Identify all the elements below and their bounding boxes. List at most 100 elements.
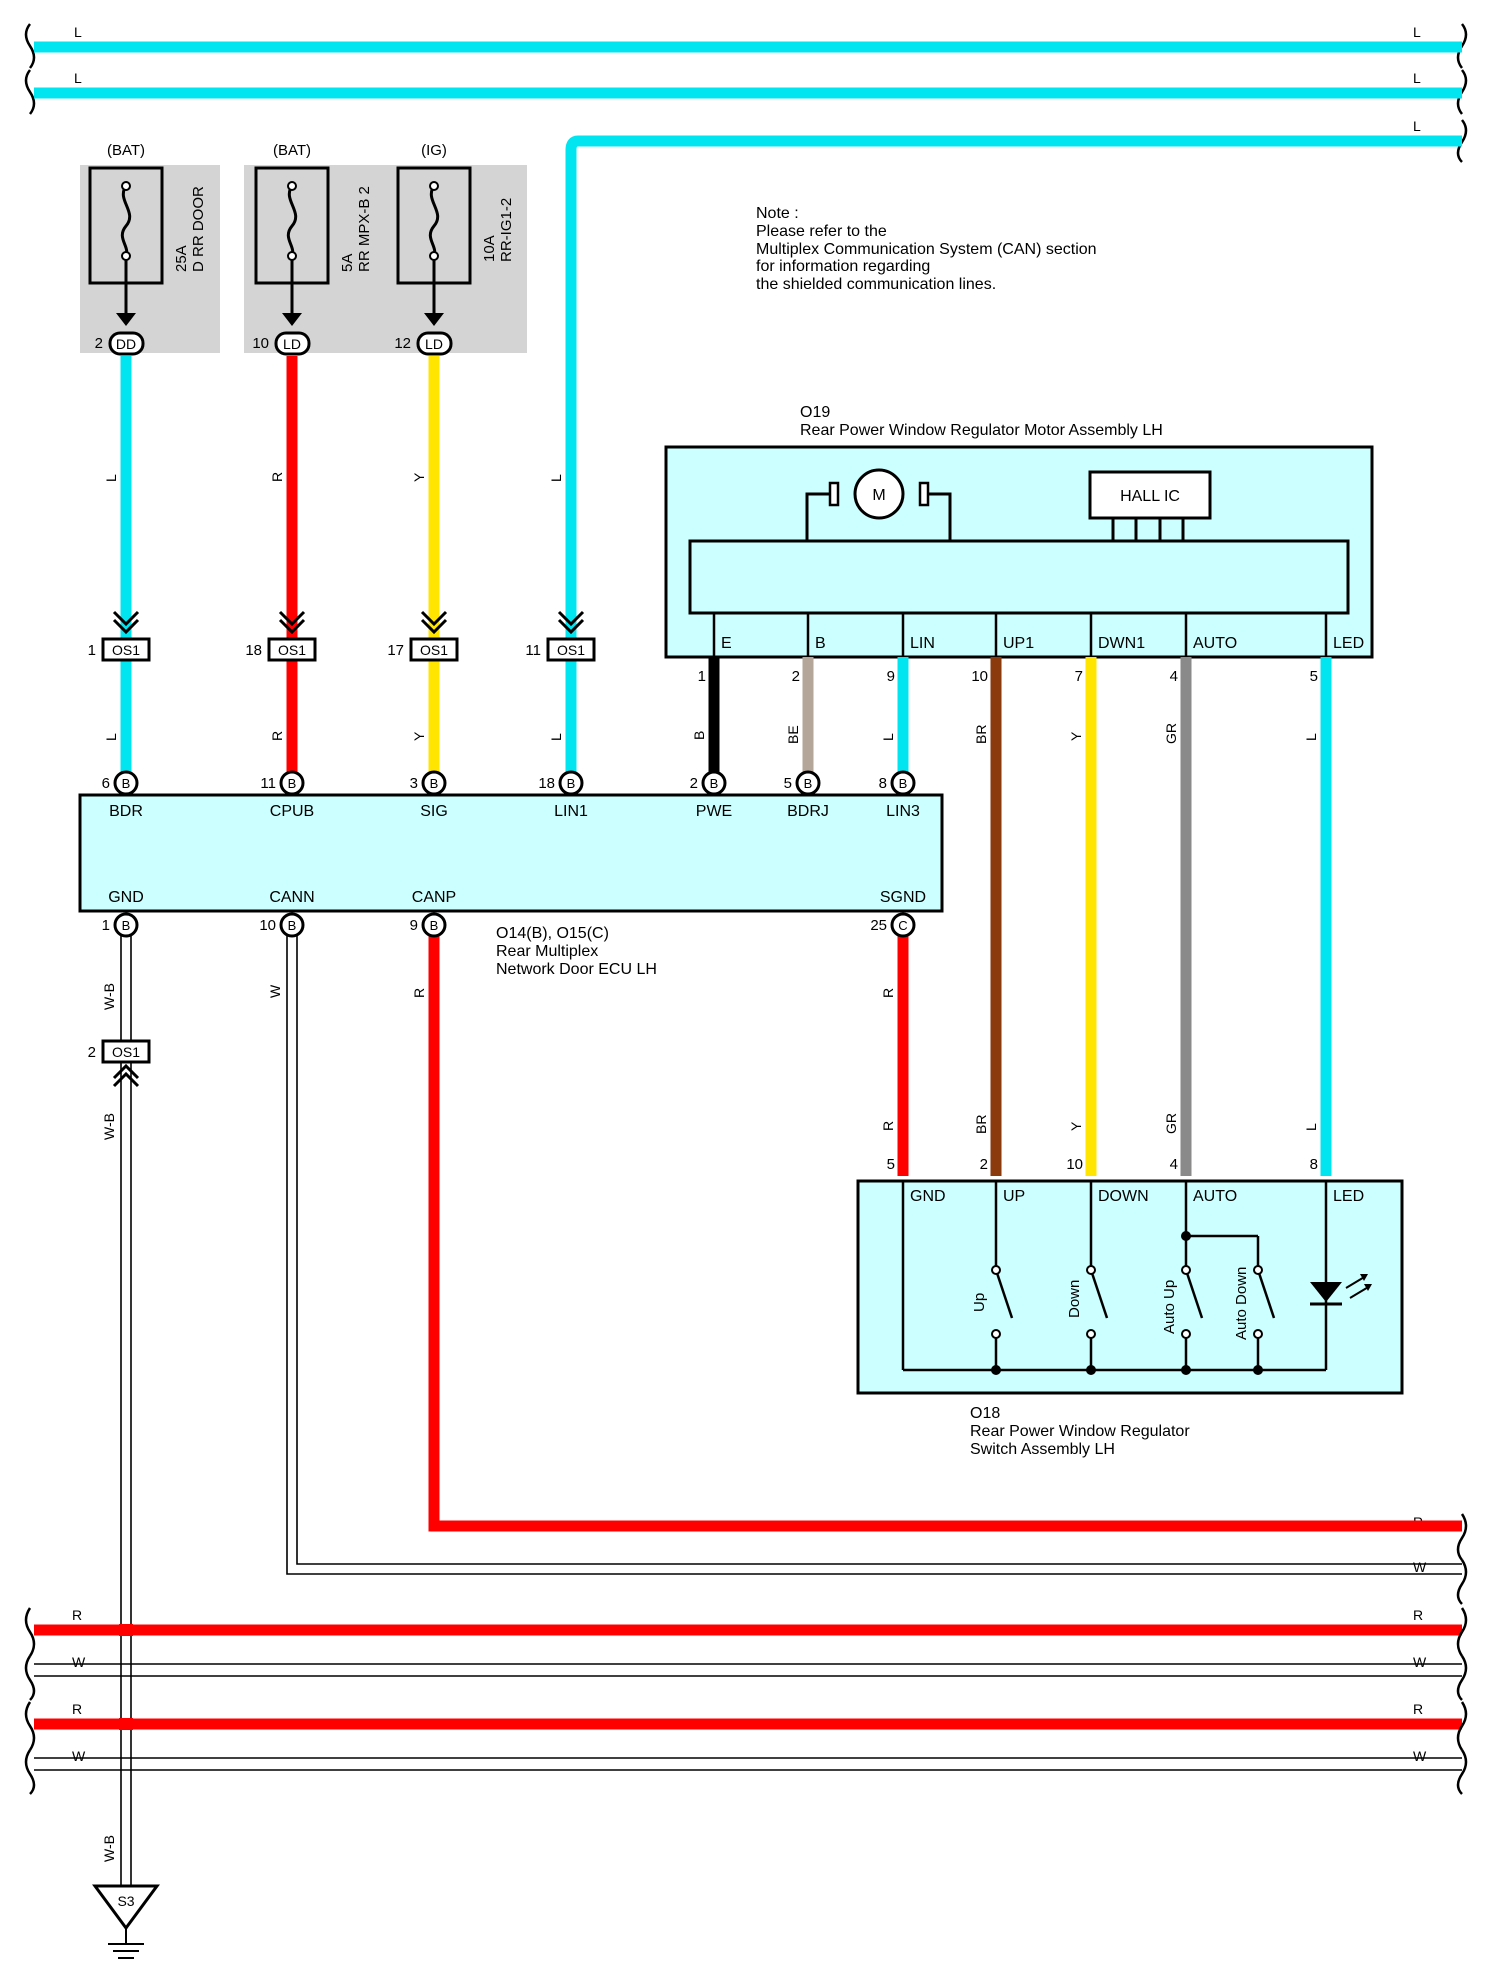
ecu-label-sig: SIG (420, 803, 448, 820)
fuse-1-rating: 25A (173, 245, 190, 272)
ecu-pin-pwe-num: 2 (690, 775, 698, 792)
os1-2-pin: 2 (88, 1044, 96, 1061)
top-bus-3 (565, 135, 1462, 617)
motor-wire-codes: B BE L BR Y GR L BR Y GR L (691, 723, 1319, 1134)
ecu-label-gnd: GND (108, 889, 144, 906)
switch-pin-dividers (901, 1181, 1328, 1230)
switch-pin-auto: AUTO (1193, 1188, 1237, 1205)
os1-18-pin: 18 (245, 642, 262, 659)
code-up1-top: BR (973, 725, 989, 744)
os1-18-label: OS1 (278, 642, 306, 658)
note-line-4: for information regarding (756, 258, 930, 275)
ecu-pin-lin1-conn: B (567, 776, 576, 791)
switch-pin-down: DOWN (1098, 1188, 1149, 1205)
fuse-rr-ig1-2: (IG) 10A RR-IG1-2 12 LD (394, 142, 515, 356)
ecu-pin-lin1-num: 18 (538, 775, 555, 792)
motor-name: Rear Power Window Regulator Motor Assemb… (800, 422, 1163, 439)
code-gnd-1: W-B (101, 983, 117, 1010)
note-line-1: Note : (756, 205, 799, 222)
ecu-pin-pwe-conn: B (710, 776, 719, 791)
ecu-label-cpub: CPUB (270, 803, 314, 820)
switch-name-2: Switch Assembly LH (970, 1441, 1115, 1458)
note-line-3: Multiplex Communication System (CAN) sec… (756, 241, 1097, 258)
fuse-2-connector (274, 331, 311, 356)
bus-r1-left: R (72, 1607, 82, 1623)
top-bus-1-label-right: L (1413, 24, 1421, 40)
ecu-top-pin-numbers: 6 11 3 18 2 5 8 (102, 775, 887, 792)
ecu-pin-bdr-num: 6 (102, 775, 110, 792)
ecu-top-pin-conn-letters: B B B B B B B (122, 776, 908, 791)
fuse-2-rating: 5A (339, 254, 356, 272)
wire-lin1-code-2: L (548, 733, 564, 741)
bus-w2-right: W (1413, 1748, 1427, 1764)
contact-down-label: Down (1066, 1280, 1083, 1318)
fuse-1-connector (108, 331, 145, 356)
switch-pin-labels: GND UP DOWN AUTO LED (910, 1188, 1364, 1205)
code-pwe: B (691, 731, 707, 740)
bus-r1-right: R (1413, 1607, 1423, 1623)
code-lin3: L (880, 733, 896, 741)
motor-pin-b: B (815, 635, 826, 652)
ecu-bottom-pin-conn-letters: B B B C (122, 918, 908, 933)
bus-cann-right: W (1413, 1559, 1427, 1575)
hall-ic-chip: HALL IC (1088, 470, 1212, 541)
ecu-pin-cpub-conn: B (288, 776, 297, 791)
ecu-name-2: Network Door ECU LH (496, 961, 657, 978)
bus-w1-right: W (1413, 1654, 1427, 1670)
motor-pin-up1-num: 10 (971, 668, 988, 685)
fuse-3-pin: 12 (394, 335, 411, 352)
ecu-label-canp: CANP (412, 889, 456, 906)
ecu-label-bdr: BDR (109, 803, 143, 820)
switch-id: O18 (970, 1405, 1000, 1422)
ecu-bottom-pin-numbers: 1 10 9 25 (102, 917, 887, 934)
ecu-bottom-pin-markers (113, 912, 916, 938)
bottom-bus-4 (34, 1757, 1462, 1771)
os1-1-pin: 1 (88, 642, 96, 659)
switch-pin-down-num: 10 (1066, 1156, 1083, 1173)
ecu-name-1: Rear Multiplex (496, 943, 598, 960)
code-gnd-2: W-B (101, 1113, 117, 1140)
fuse-3-source: (IG) (421, 142, 447, 159)
os1-2-label: OS1 (112, 1044, 140, 1060)
ecu-pin-canp-num: 9 (410, 917, 418, 934)
fuse-2-name: RR MPX-B 2 (356, 186, 373, 272)
switch-pin-auto-num: 4 (1170, 1156, 1178, 1173)
ecu-pin-sig-conn: B (430, 776, 439, 791)
fuse-d-rr-door: (BAT) 25A D RR DOOR 2 DD (88, 142, 207, 356)
switch-assembly-o18: GND UP DOWN AUTO LED 5 2 10 4 8 (856, 1156, 1404, 1458)
os1-1-label: OS1 (112, 642, 140, 658)
ecu-bottom-pin-labels: GND CANN CANP SGND (108, 889, 926, 906)
motor-icon-label: M (872, 487, 885, 504)
motor-pin-auto-num: 4 (1170, 668, 1178, 685)
os1-11-label: OS1 (557, 642, 585, 658)
contact-up-label: Up (971, 1293, 988, 1312)
motor-pin-e-num: 1 (698, 668, 706, 685)
note-line-2: Please refer to the (756, 223, 887, 240)
bus-w1-left: W (72, 1654, 86, 1670)
fuse-2-source: (BAT) (273, 142, 311, 159)
os1-connector-18: OS1 18 (245, 610, 317, 662)
code-canp: R (411, 988, 427, 998)
ecu-pin-bdrj-num: 5 (784, 775, 792, 792)
fuse-area: (BAT) 25A D RR DOOR 2 DD (BAT) 5A RR MPX… (80, 142, 527, 356)
ecu-id: O14(B), O15(C) (496, 925, 609, 942)
top-bus-3-label-right: L (1413, 118, 1421, 134)
ecu-pin-lin3-conn: B (899, 776, 908, 791)
hall-ic-label: HALL IC (1120, 488, 1180, 505)
wire-cpub-code-2: R (269, 731, 285, 741)
motor-pin-labels: E B LIN UP1 DWN1 AUTO LED (721, 635, 1364, 652)
ecu-o14-o15: B B B B B B B 6 11 3 18 2 5 8 BDR CPUB S… (78, 770, 944, 978)
motor-pin-auto: AUTO (1193, 635, 1237, 652)
fuse-3-connector-label: LD (425, 336, 443, 352)
ecu-label-cann: CANN (269, 889, 314, 906)
motor-id: O19 (800, 404, 830, 421)
top-bus-group: L L L L L (24, 23, 1468, 617)
wire-canp (428, 930, 1462, 1532)
motor-wires: 1 2 9 10 7 4 5 B BE L BR Y GR L BR Y GR … (691, 657, 1332, 1176)
wire-cpub-code-1: R (269, 472, 285, 482)
bus-r2-left: R (72, 1701, 82, 1717)
bottom-bus-group: R W R W R W R W R W (24, 1513, 1468, 1795)
motor-pin-dwn1-num: 7 (1075, 668, 1083, 685)
ecu-label-lin3: LIN3 (886, 803, 920, 820)
